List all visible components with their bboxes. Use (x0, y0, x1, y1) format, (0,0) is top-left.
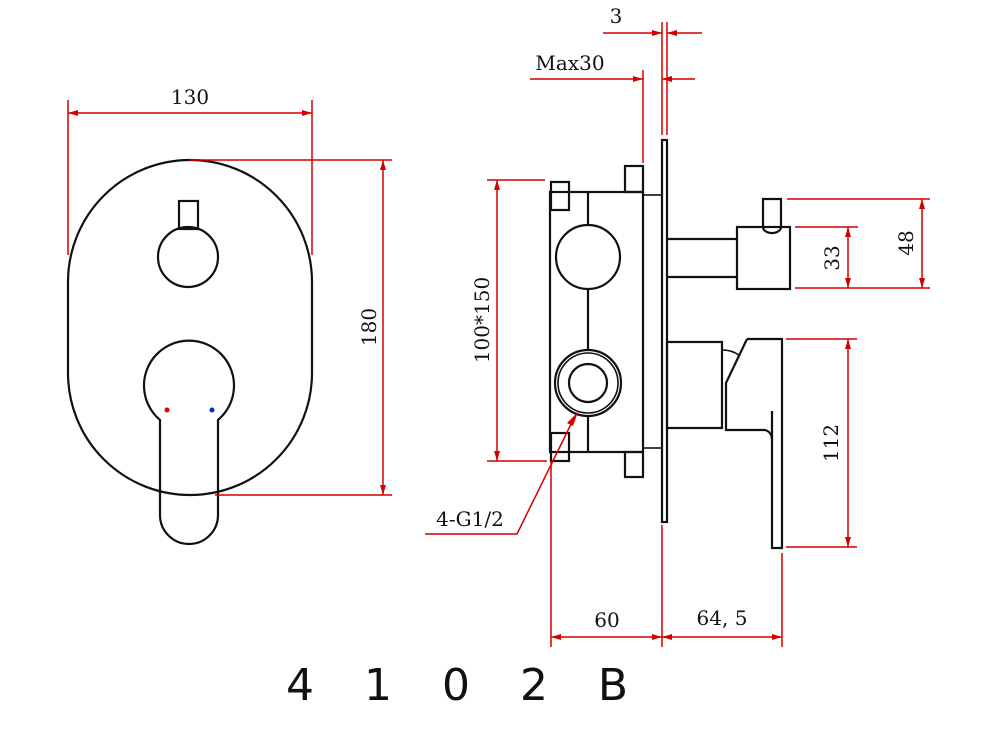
box-size-label: 100*150 (470, 277, 494, 363)
wall-plate (660, 138, 669, 524)
dim-max-depth: Max30 (530, 51, 695, 163)
dim-connection: 4-G1/2 (425, 412, 578, 535)
dim-plate-thickness: 3 (603, 4, 702, 135)
diverter-body (735, 225, 792, 291)
hot-indicator-icon (164, 407, 170, 413)
handle-height-label: 112 (819, 424, 843, 462)
height-label: 180 (357, 308, 381, 346)
inlet-top (554, 223, 622, 291)
projection-label: 64, 5 (697, 606, 748, 630)
inlet-g12 (553, 348, 623, 418)
diverter-knob (156, 225, 220, 289)
side-view (548, 138, 792, 550)
mixer-body (665, 340, 724, 430)
cold-indicator-icon (209, 407, 215, 413)
max-depth-label: Max30 (535, 51, 604, 75)
front-view (66, 158, 314, 546)
box-depth-label: 60 (594, 608, 619, 632)
diverter-stem (177, 199, 200, 231)
mixer-lever (142, 339, 236, 546)
dim-height: 180 (190, 159, 392, 496)
dim-width: 130 (67, 85, 313, 255)
model-number: 4 1 0 2 B (286, 660, 646, 711)
width-label: 130 (171, 85, 209, 109)
knob-body-label: 33 (820, 245, 844, 270)
thickness-label: 3 (610, 4, 623, 28)
connection-label: 4-G1/2 (436, 507, 504, 531)
dim-knob: 48 33 (787, 198, 930, 289)
dim-handle: 112 (786, 338, 857, 548)
lever-side (747, 337, 784, 550)
dim-box-size: 100*150 (470, 179, 547, 462)
valve-box (548, 190, 645, 454)
cover-plate (66, 158, 314, 497)
dim-depths: 60 64, 5 (550, 461, 783, 647)
knob-height-label: 48 (894, 230, 918, 255)
